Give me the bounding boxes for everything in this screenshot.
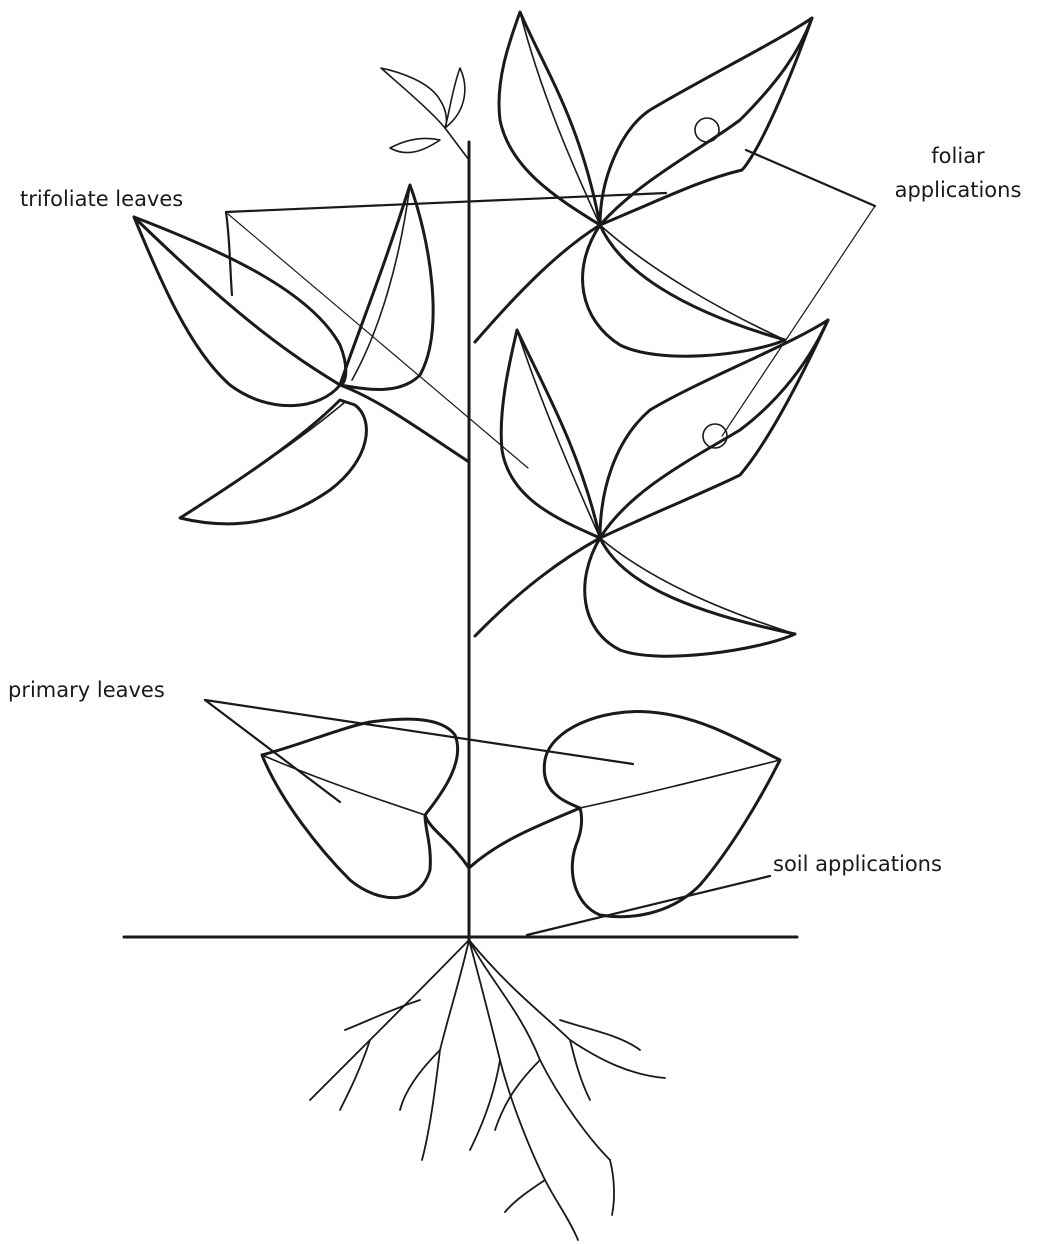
label-foliar-line2: applications [878, 176, 1038, 204]
application-drop-upper [695, 118, 719, 142]
label-foliar-line1: foliar [878, 142, 1038, 170]
label-leaders [205, 150, 875, 935]
trifoliate-leaf-upper-right [475, 12, 812, 356]
label-soil-applications: soil applications [773, 850, 942, 878]
primary-leaf-left [262, 719, 469, 898]
trifoliate-leaf-lower-right [475, 320, 828, 656]
label-foliar-applications: foliar applications [878, 142, 1038, 204]
label-primary-leaves: primary leaves [8, 676, 165, 704]
apical-bud [381, 68, 469, 160]
label-trifoliate-leaves: trifoliate leaves [20, 185, 183, 213]
root-system [310, 940, 665, 1240]
trifoliate-leaf-upper-left [134, 185, 469, 524]
